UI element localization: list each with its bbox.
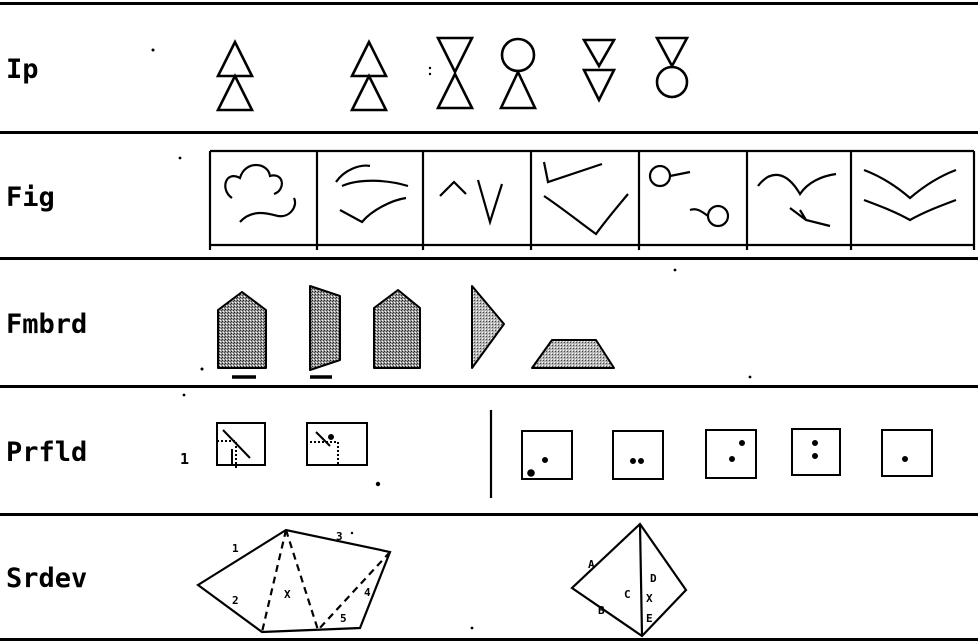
- srdev-right-label-b: B: [598, 604, 605, 617]
- fig-cell-5-circle-a: [650, 166, 670, 186]
- fig-cell-4-lines: [544, 162, 628, 234]
- fmbrd-shape-3: [374, 290, 420, 368]
- speck: [429, 73, 431, 75]
- speck: [749, 376, 752, 379]
- fig-cell-5-line-b: [690, 209, 708, 216]
- prfld-shapes: [217, 410, 932, 498]
- srdev-right-label-x: X: [646, 592, 653, 605]
- srdev-left-label-x: X: [284, 588, 291, 601]
- prfld-square-5: [882, 430, 932, 476]
- fig-cell-7-lines: [864, 170, 956, 220]
- fmbrd-shape-5: [532, 340, 614, 368]
- fig-cell-5-line-a: [670, 172, 690, 176]
- srdev-left-net: [198, 530, 390, 632]
- ip-shape-4: [501, 39, 535, 108]
- speck: [429, 67, 431, 69]
- speck: [152, 49, 155, 52]
- speck: [351, 532, 353, 534]
- fig-table: [210, 151, 974, 250]
- prfld-fold-1: [217, 423, 265, 468]
- speck: [201, 368, 204, 371]
- srdev-left-label-4: 4: [364, 586, 371, 599]
- ip-shape-6: [657, 38, 687, 97]
- prfld-fold-2: [307, 423, 379, 485]
- prfld-square-2: [613, 431, 663, 479]
- speck: [471, 627, 474, 630]
- ip-shape-3: [438, 38, 472, 108]
- ip-shape-1: [218, 42, 252, 110]
- srdev-right-label-e: E: [646, 612, 653, 625]
- srdev-right-label-c: C: [624, 588, 631, 601]
- srdev-left-label-3: 3: [336, 530, 343, 543]
- ip-shapes: [218, 38, 687, 110]
- prfld-square-4: [792, 429, 840, 475]
- ip-shape-2: [352, 42, 386, 110]
- fmbrd-shape-2: [310, 286, 340, 370]
- srdev-right-pyramid: [572, 524, 686, 636]
- speck: [179, 157, 182, 160]
- fmbrd-shape-4: [472, 286, 504, 368]
- fig-cell-2-curve-a: [336, 166, 408, 186]
- prfld-square-3: [706, 430, 756, 478]
- fig-cell-1-curve-b: [240, 198, 295, 222]
- srdev-left-label-2: 2: [232, 594, 239, 607]
- fmbrd-shapes: [201, 286, 615, 377]
- speck: [183, 394, 186, 397]
- srdev-left-label-1: 1: [232, 542, 239, 555]
- ip-shape-5: [584, 40, 614, 100]
- fig-cell-1-curve-a: [225, 165, 282, 198]
- fig-cell-2-v: [340, 198, 406, 222]
- srdev-right-label-d: D: [650, 572, 657, 585]
- fmbrd-shape-1: [218, 292, 266, 368]
- prfld-square-1: [522, 431, 572, 479]
- speck: [674, 269, 677, 272]
- fig-cell-6-lines: [758, 174, 836, 226]
- fig-cell-5-circle-b: [708, 206, 728, 226]
- srdev-right-label-a: A: [588, 558, 595, 571]
- srdev-left-label-5: 5: [340, 612, 347, 625]
- fig-cell-3-lines: [440, 180, 502, 222]
